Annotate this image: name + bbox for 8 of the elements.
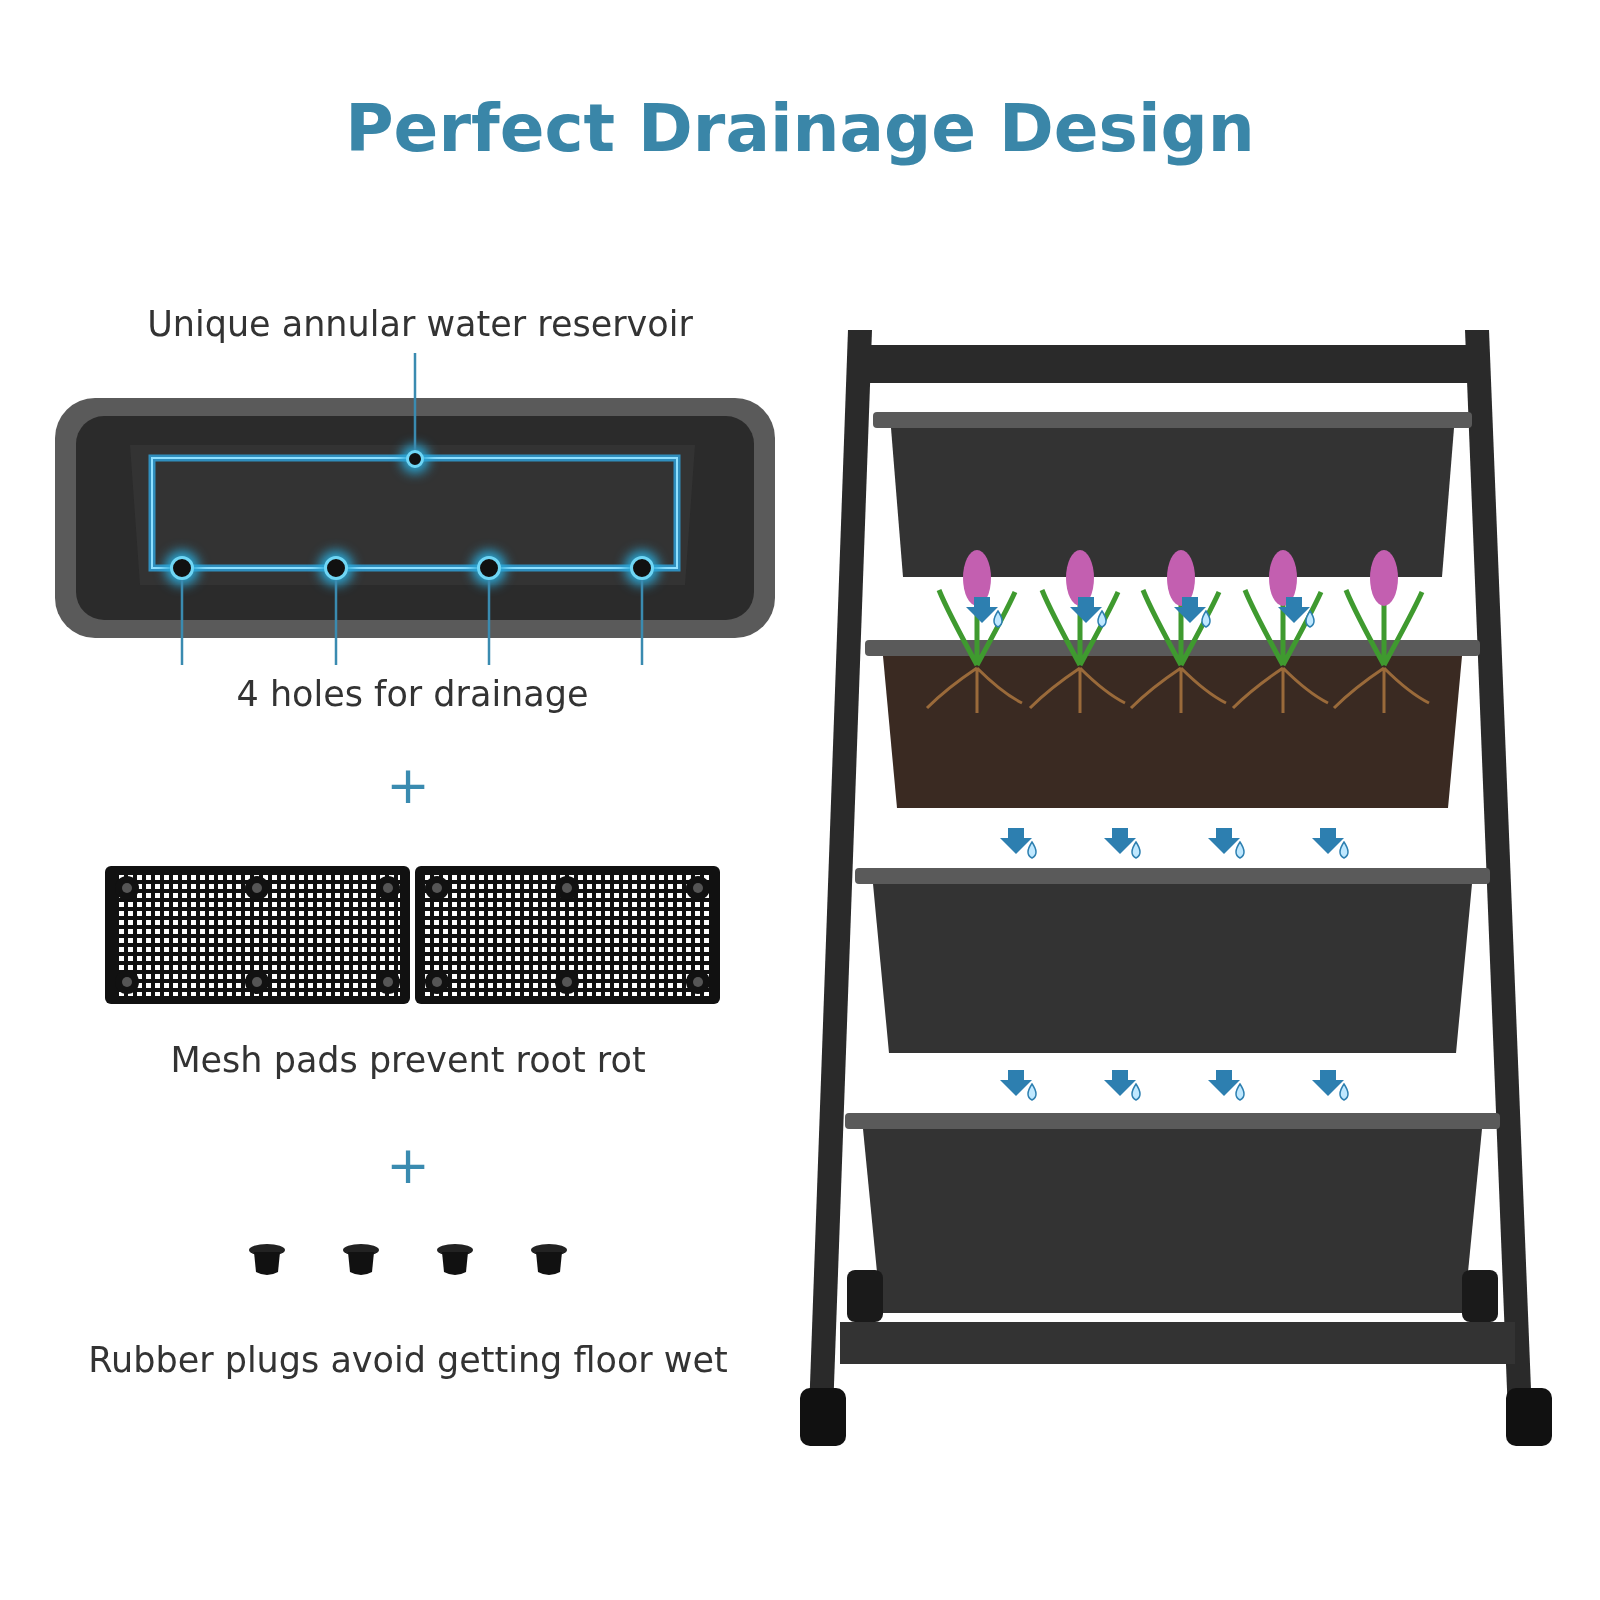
plus-sign: + [386, 755, 430, 815]
leader-line [413, 353, 417, 450]
caption-text: Mesh pads prevent root rot [170, 1040, 646, 1080]
callout-text: Unique annular water reservoir [147, 304, 693, 344]
caption-text: Rubber plugs avoid getting floor wet [88, 1340, 728, 1380]
title: Perfect Drainage Design [344, 90, 1256, 167]
callout-text: 4 holes for drainage [236, 674, 589, 714]
plus-sign: + [386, 1135, 430, 1195]
